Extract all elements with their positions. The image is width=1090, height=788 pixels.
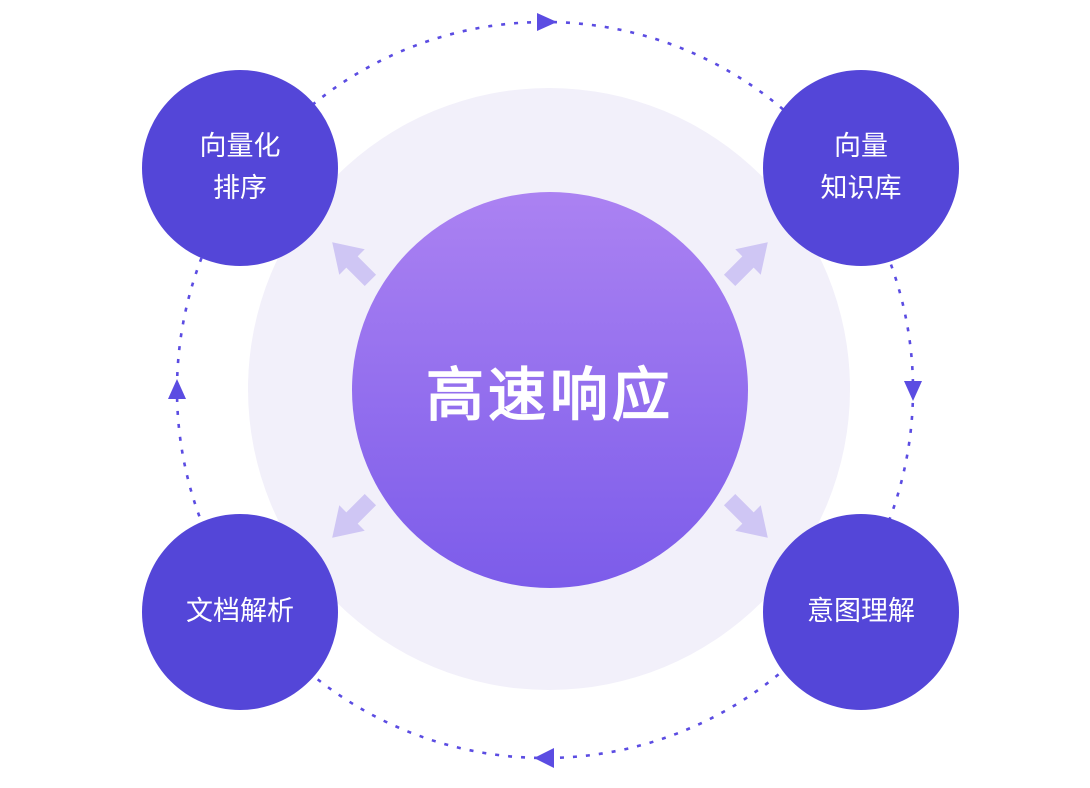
node-document-parsing: 文档解析 bbox=[142, 514, 338, 710]
orbit-arrow-right-icon bbox=[904, 381, 922, 401]
orbit-arrow-top-icon bbox=[537, 13, 557, 31]
orbit-arrow-bottom-icon bbox=[534, 748, 554, 768]
node-label-line: 向量 bbox=[834, 131, 888, 162]
node-label-line: 排序 bbox=[213, 173, 267, 203]
outward-arrow-bottom-right-icon bbox=[723, 493, 768, 538]
center-label: 高速响应 bbox=[425, 363, 674, 428]
node-label-line: 知识库 bbox=[820, 173, 902, 203]
node-label-line: 文档解析 bbox=[186, 596, 294, 627]
outward-arrow-top-left-icon bbox=[332, 242, 377, 287]
node-label-line: 向量化 bbox=[199, 131, 281, 162]
orbit-arrow-left-icon bbox=[168, 379, 186, 399]
node-label-line: 意图理解 bbox=[807, 596, 915, 627]
node-vectorize-ranking: 向量化 排序 bbox=[142, 70, 338, 266]
node-vector-knowledge-base: 向量 知识库 bbox=[763, 70, 959, 266]
outward-arrow-bottom-left-icon bbox=[332, 493, 377, 538]
center-node: 高速响应 bbox=[352, 192, 748, 588]
node-intent-understanding: 意图理解 bbox=[763, 514, 959, 710]
outward-arrow-top-right-icon bbox=[723, 242, 768, 287]
